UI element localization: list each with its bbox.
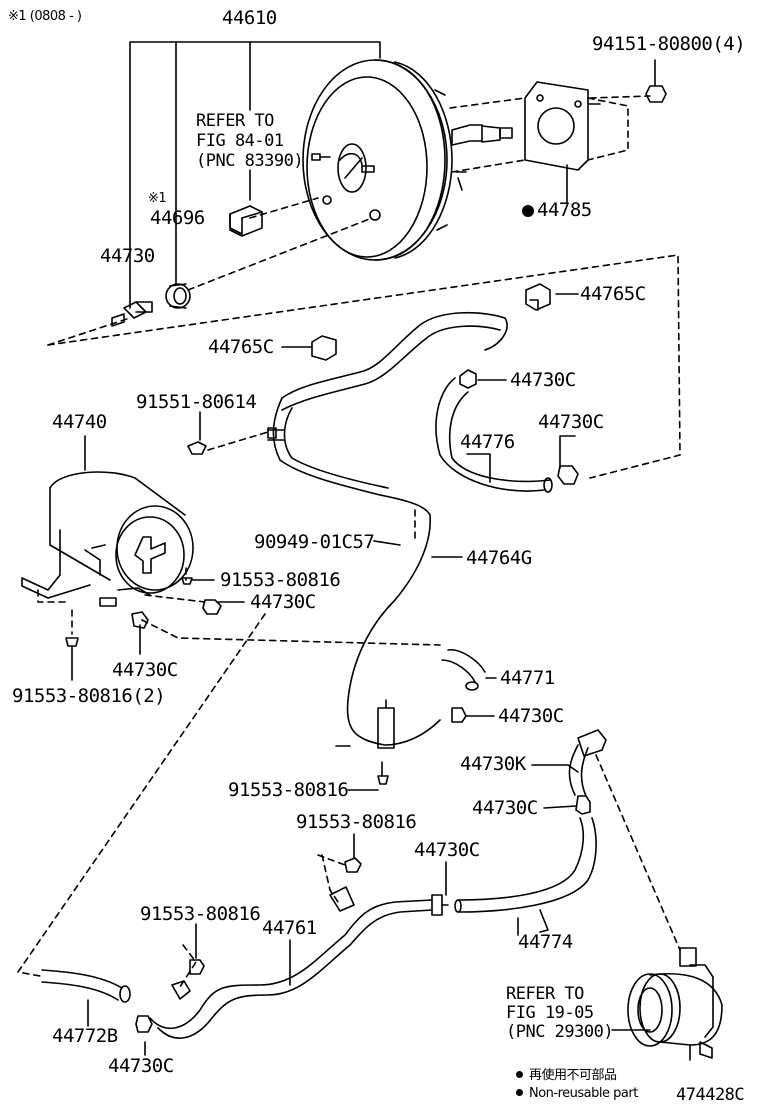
part-44730[interactable]: 44730 bbox=[100, 245, 155, 267]
hose-44776 bbox=[435, 377, 553, 493]
part-44730c-canister-lower[interactable]: 44730C bbox=[112, 659, 178, 681]
part-94151-80800[interactable]: 94151-80800(4) bbox=[592, 33, 746, 55]
part-44774[interactable]: 44774 bbox=[518, 931, 573, 953]
refer-fig-84-line2[interactable]: FIG 84-01 bbox=[196, 131, 284, 151]
part-44730k[interactable]: 44730K bbox=[460, 753, 526, 775]
refer-fig-19-line1: REFER TO bbox=[506, 984, 584, 1004]
part-44765c-right[interactable]: 44765C bbox=[580, 283, 646, 305]
refer-fig-19-line2[interactable]: FIG 19-05 bbox=[506, 1003, 594, 1023]
part-91553-80816-x2[interactable]: 91553-80816(2) bbox=[12, 685, 166, 707]
leaders-dashed-top bbox=[47, 95, 681, 479]
gasket-44785 bbox=[524, 81, 601, 171]
part-44764g[interactable]: 44764G bbox=[466, 547, 532, 569]
clip-44765c bbox=[311, 283, 551, 361]
legend-dot-icon bbox=[516, 1089, 523, 1096]
hose-44764g bbox=[267, 311, 508, 749]
part-91553-80816-canister[interactable]: 91553-80816 bbox=[220, 569, 341, 591]
legend-en: Non-reusable part bbox=[516, 1087, 638, 1101]
vacuum-sensor-connector bbox=[229, 205, 263, 237]
vacuum-pump bbox=[627, 947, 723, 1061]
part-44730c-pump[interactable]: 44730C bbox=[472, 797, 538, 819]
part-44730c-upper[interactable]: 44730C bbox=[510, 369, 576, 391]
hose-44774 bbox=[454, 817, 597, 913]
part-91551-80614[interactable]: 91551-80614 bbox=[136, 391, 257, 413]
refer-fig-84-line3: (PNC 83390) bbox=[196, 151, 304, 171]
canister-44740 bbox=[21, 471, 194, 607]
legend-dot-icon bbox=[516, 1071, 523, 1078]
legend-jp: 再使用不可部品 bbox=[516, 1069, 617, 1083]
part-44761[interactable]: 44761 bbox=[262, 917, 317, 939]
diagram-id: 474428C bbox=[676, 1085, 745, 1105]
part-91553-80816-lower[interactable]: 91553-80816 bbox=[296, 811, 417, 833]
part-91553-80816-bottom[interactable]: 91553-80816 bbox=[140, 903, 261, 925]
bolts bbox=[65, 441, 389, 975]
part-44730c-canister[interactable]: 44730C bbox=[250, 591, 316, 613]
part-44772b[interactable]: 44772B bbox=[52, 1025, 118, 1047]
check-valve-44730 bbox=[111, 301, 153, 327]
part-44730c-mid[interactable]: 44730C bbox=[498, 705, 564, 727]
part-90949-01c57[interactable]: 90949-01C57 bbox=[254, 531, 375, 553]
hose-44772b bbox=[41, 969, 131, 1003]
part-44740[interactable]: 44740 bbox=[52, 411, 107, 433]
leaders-dashed-canister bbox=[17, 567, 441, 977]
refer-fig-84-line1: REFER TO bbox=[196, 111, 274, 131]
mark-note-1: ※1 bbox=[148, 191, 167, 206]
part-44771[interactable]: 44771 bbox=[500, 667, 555, 689]
part-44610[interactable]: 44610 bbox=[222, 7, 277, 29]
part-44785[interactable]: 44785 bbox=[522, 200, 592, 220]
hose-44771 bbox=[441, 649, 486, 691]
part-91553-80816-mid[interactable]: 91553-80816 bbox=[228, 779, 349, 801]
part-44730c-right[interactable]: 44730C bbox=[538, 411, 604, 433]
nut-94151 bbox=[645, 59, 667, 103]
non-reusable-dot-icon bbox=[522, 205, 534, 217]
leader-44610 bbox=[129, 41, 381, 303]
part-44730c-bottom[interactable]: 44730C bbox=[108, 1055, 174, 1077]
note-applicability: ※1 (0808 - ) bbox=[8, 9, 82, 24]
label-leaders bbox=[71, 293, 651, 1056]
part-44730c-lower[interactable]: 44730C bbox=[414, 839, 480, 861]
brake-booster bbox=[302, 59, 513, 261]
part-44765c-left[interactable]: 44765C bbox=[208, 336, 274, 358]
refer-fig-19-line3: (PNC 29300) bbox=[506, 1022, 614, 1042]
pipe-44761 bbox=[149, 886, 449, 1039]
part-44776[interactable]: 44776 bbox=[460, 431, 515, 453]
tube-44730k bbox=[568, 729, 607, 797]
grommet-44696 bbox=[165, 283, 191, 309]
part-44696[interactable]: 44696 bbox=[150, 207, 205, 229]
